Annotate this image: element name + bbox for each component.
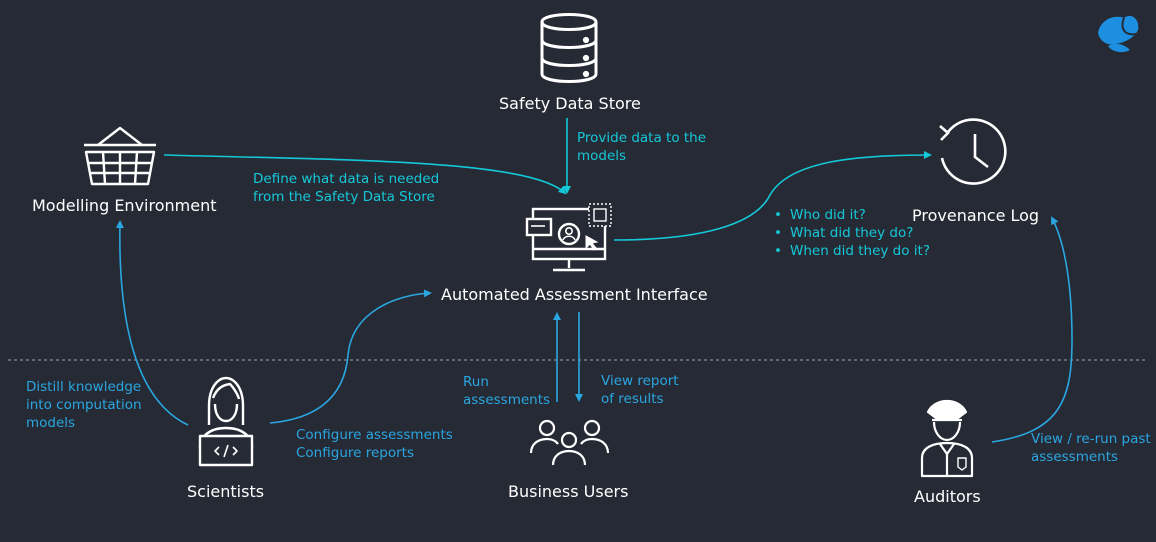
police-icon (920, 399, 974, 478)
users-icon (529, 419, 610, 466)
annotation-rerun-assessments: View / re-run past assessments (1031, 431, 1151, 465)
annotation-distill: Distill knowledge into computation model… (26, 379, 142, 431)
connector-scientists-to-interface (269, 289, 432, 424)
monitor-icon (525, 203, 612, 272)
node-safety-data-store: Safety Data Store (499, 94, 641, 113)
node-assessment-interface: Automated Assessment Interface (441, 285, 708, 304)
database-icon (540, 13, 598, 83)
node-provenance-log: Provenance Log (912, 206, 1040, 225)
node-scientists: Scientists (187, 482, 265, 501)
basket-icon (84, 126, 156, 186)
annotation-provide-data: Provide data to the models (577, 130, 707, 164)
annotation-view-report: View report of results (601, 373, 679, 407)
scientist-icon (198, 376, 254, 467)
annotation-define-data: Define what data is needed from the Safe… (253, 171, 440, 205)
connector-scientists-to-modelling (115, 220, 189, 426)
connector-modelling-to-interface (163, 154, 567, 195)
node-modelling-environment: Modelling Environment (32, 196, 217, 215)
node-auditors: Auditors (914, 487, 981, 506)
connector-auditors-to-provenance (991, 216, 1073, 443)
logo-icon (1098, 15, 1139, 53)
annotation-provenance-questions: Who did it? What did they do? When did t… (774, 206, 930, 260)
node-business-users: Business Users (508, 482, 629, 501)
annotation-configure: Configure assessments Configure reports (296, 427, 453, 461)
clock-icon (939, 118, 1007, 185)
connector-interface-to-provenance (613, 151, 932, 241)
annotation-run-assessments: Run assessments (463, 374, 551, 408)
